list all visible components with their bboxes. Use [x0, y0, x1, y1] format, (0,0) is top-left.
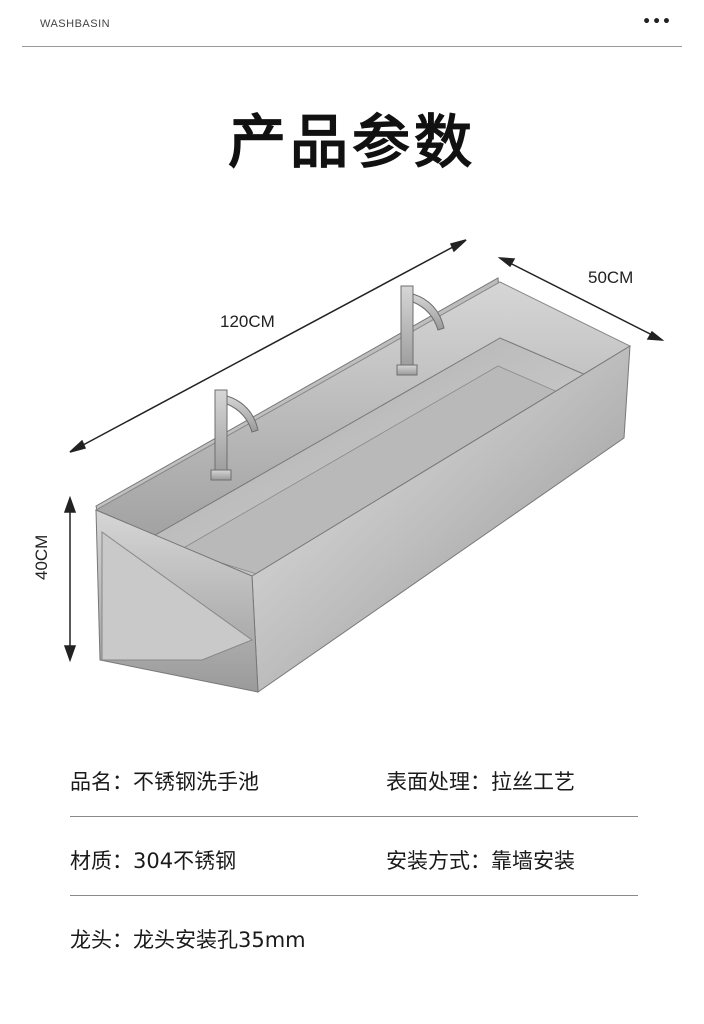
page-title: 产品参数 — [227, 108, 476, 176]
spec-row: 品名：不锈钢洗手池 表面处理：拉丝工艺 — [70, 738, 638, 817]
brand-label: WASHBASIN — [40, 18, 111, 30]
spec-row: 龙头：龙头安装孔35mm — [70, 896, 638, 974]
product-figure: 120CM 50CM 40CM — [30, 220, 674, 720]
more-menu-icon[interactable]: ••• — [642, 14, 672, 30]
spec-surface-finish: 表面处理：拉丝工艺 — [386, 770, 575, 794]
spec-installation: 安装方式：靠墙安装 — [386, 849, 575, 873]
width-dimension-label: 120CM — [220, 312, 275, 331]
spec-table: 品名：不锈钢洗手池 表面处理：拉丝工艺 材质：304不锈钢 安装方式：靠墙安装 … — [70, 738, 638, 974]
spec-material: 材质：304不锈钢 — [70, 849, 237, 873]
spec-faucet: 龙头：龙头安装孔35mm — [70, 928, 306, 952]
washbasin-image — [63, 239, 665, 693]
spec-row: 材质：304不锈钢 安装方式：靠墙安装 — [70, 817, 638, 896]
depth-dimension-label: 50CM — [588, 268, 634, 287]
spec-product-name: 品名：不锈钢洗手池 — [70, 770, 259, 794]
header-bar: WASHBASIN ••• — [22, 0, 682, 47]
height-dimension-label: 40CM — [32, 534, 51, 580]
